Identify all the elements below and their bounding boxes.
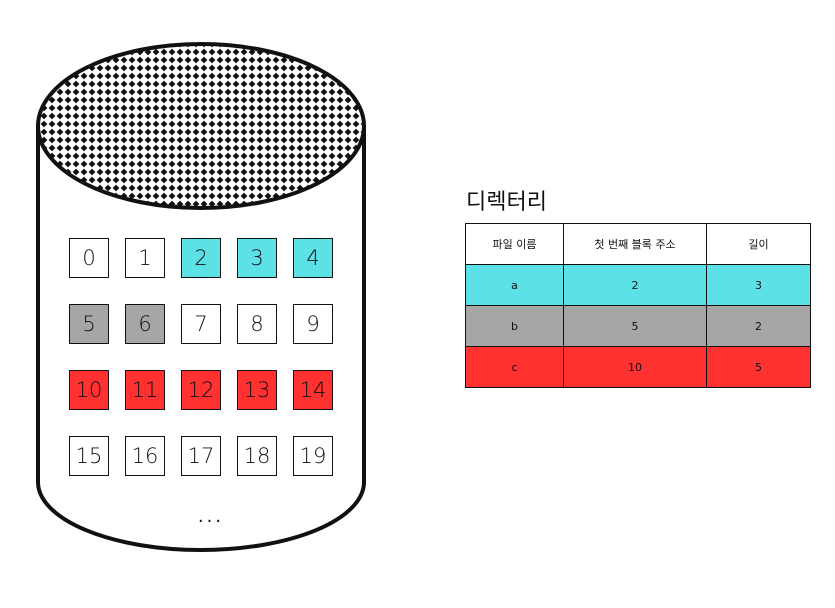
- disk-block-14: 14: [293, 370, 333, 410]
- disk-block-8: 8: [237, 304, 277, 344]
- disk-block-9: 9: [293, 304, 333, 344]
- cylinder-top: [36, 42, 366, 210]
- cell-length: 2: [706, 305, 811, 347]
- disk-block-12: 12: [181, 370, 221, 410]
- cell-file-name: c: [465, 346, 564, 388]
- disk-block-0: 0: [69, 238, 109, 278]
- cell-start-block: 2: [563, 264, 707, 306]
- directory-row-c: c 10 5: [465, 346, 811, 388]
- disk-block-7: 7: [181, 304, 221, 344]
- directory-table: 파일 이름 첫 번째 블록 주소 길이 a 2 3 b 5 2 c 10 5: [465, 223, 811, 388]
- cell-length: 5: [706, 346, 811, 388]
- header-start-block: 첫 번째 블록 주소: [563, 223, 707, 265]
- disk-block-5: 5: [69, 304, 109, 344]
- header-length: 길이: [706, 223, 811, 265]
- directory-row-b: b 5 2: [465, 305, 811, 347]
- more-blocks-ellipsis: ...: [197, 506, 225, 527]
- disk-block-11: 11: [125, 370, 165, 410]
- directory-row-a: a 2 3: [465, 264, 811, 306]
- disk-block-1: 1: [125, 238, 165, 278]
- disk-block-6: 6: [125, 304, 165, 344]
- cell-file-name: a: [465, 264, 564, 306]
- directory-title: 디렉터리: [466, 190, 547, 215]
- cell-start-block: 5: [563, 305, 707, 347]
- disk-block-3: 3: [237, 238, 277, 278]
- cell-start-block: 10: [563, 346, 707, 388]
- disk-block-13: 13: [237, 370, 277, 410]
- disk-block-4: 4: [293, 238, 333, 278]
- cell-file-name: b: [465, 305, 564, 347]
- disk-block-10: 10: [69, 370, 109, 410]
- directory-header-row: 파일 이름 첫 번째 블록 주소 길이: [465, 223, 811, 265]
- disk-block-18: 18: [237, 436, 277, 476]
- disk-block-16: 16: [125, 436, 165, 476]
- disk-block-19: 19: [293, 436, 333, 476]
- disk-block-15: 15: [69, 436, 109, 476]
- disk-block-2: 2: [181, 238, 221, 278]
- header-file-name: 파일 이름: [465, 223, 564, 265]
- disk-block-17: 17: [181, 436, 221, 476]
- cell-length: 3: [706, 264, 811, 306]
